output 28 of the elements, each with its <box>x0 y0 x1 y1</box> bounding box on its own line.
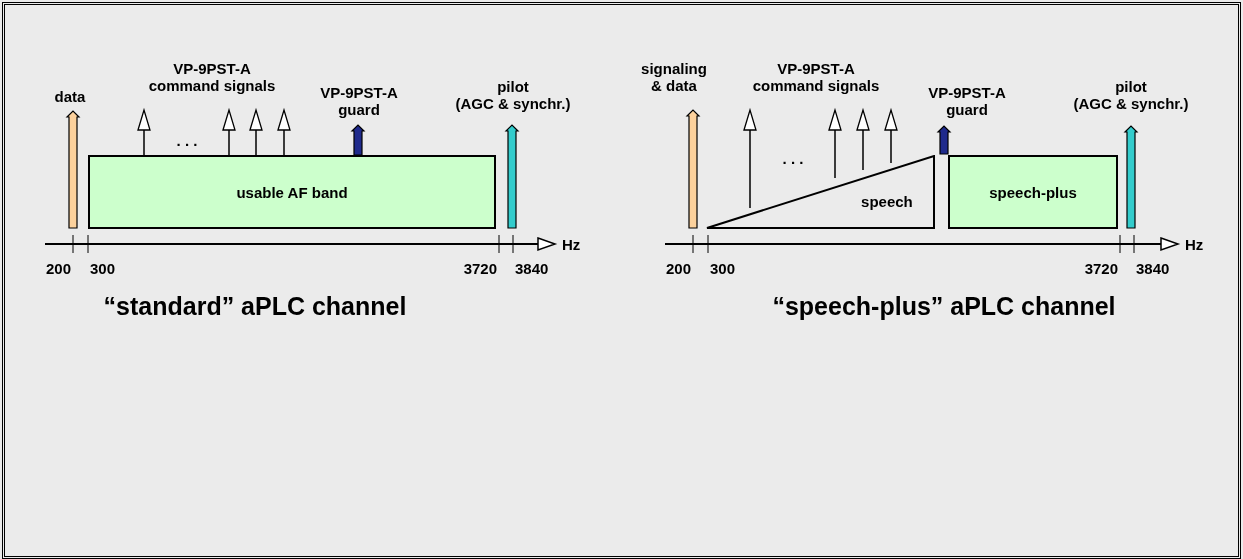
signal-label: data <box>54 88 86 105</box>
channel-title: “standard” aPLC channel <box>103 292 407 320</box>
signal-label: VP-9PST-A guard <box>319 84 399 118</box>
axis-unit: Hz <box>562 236 581 253</box>
signal-label: VP-9PST-A command signals <box>751 60 881 94</box>
ellipsis-text: . . . <box>176 132 198 149</box>
tick-label: 3840 <box>515 260 549 277</box>
band-label: speech <box>861 192 913 210</box>
tick-label: 300 <box>90 260 116 277</box>
signal-label: signaling & data <box>641 60 707 94</box>
signal-label: pilot (AGC & synchr.) <box>1073 78 1189 112</box>
band-label: usable AF band <box>236 183 348 201</box>
tick-label: 3840 <box>1136 260 1170 277</box>
tick-label: 3720 <box>1084 260 1118 277</box>
speech-triangle <box>706 155 935 229</box>
signal-label: pilot (AGC & synchr.) <box>455 78 571 112</box>
channel-title: “speech-plus” aPLC channel <box>772 292 1116 320</box>
tick-label: 3720 <box>463 260 497 277</box>
band-label: speech-plus <box>989 183 1077 201</box>
tick-label: 200 <box>45 260 71 277</box>
signal-label: VP-9PST-A guard <box>927 84 1007 118</box>
axis-unit: Hz <box>1185 236 1204 253</box>
tick-label: 300 <box>710 260 736 277</box>
band-box <box>948 155 1118 229</box>
signal-label: VP-9PST-A command signals <box>147 60 277 94</box>
band-box <box>88 155 496 229</box>
tick-label: 200 <box>665 260 691 277</box>
ellipsis-text: . . . <box>782 150 804 167</box>
